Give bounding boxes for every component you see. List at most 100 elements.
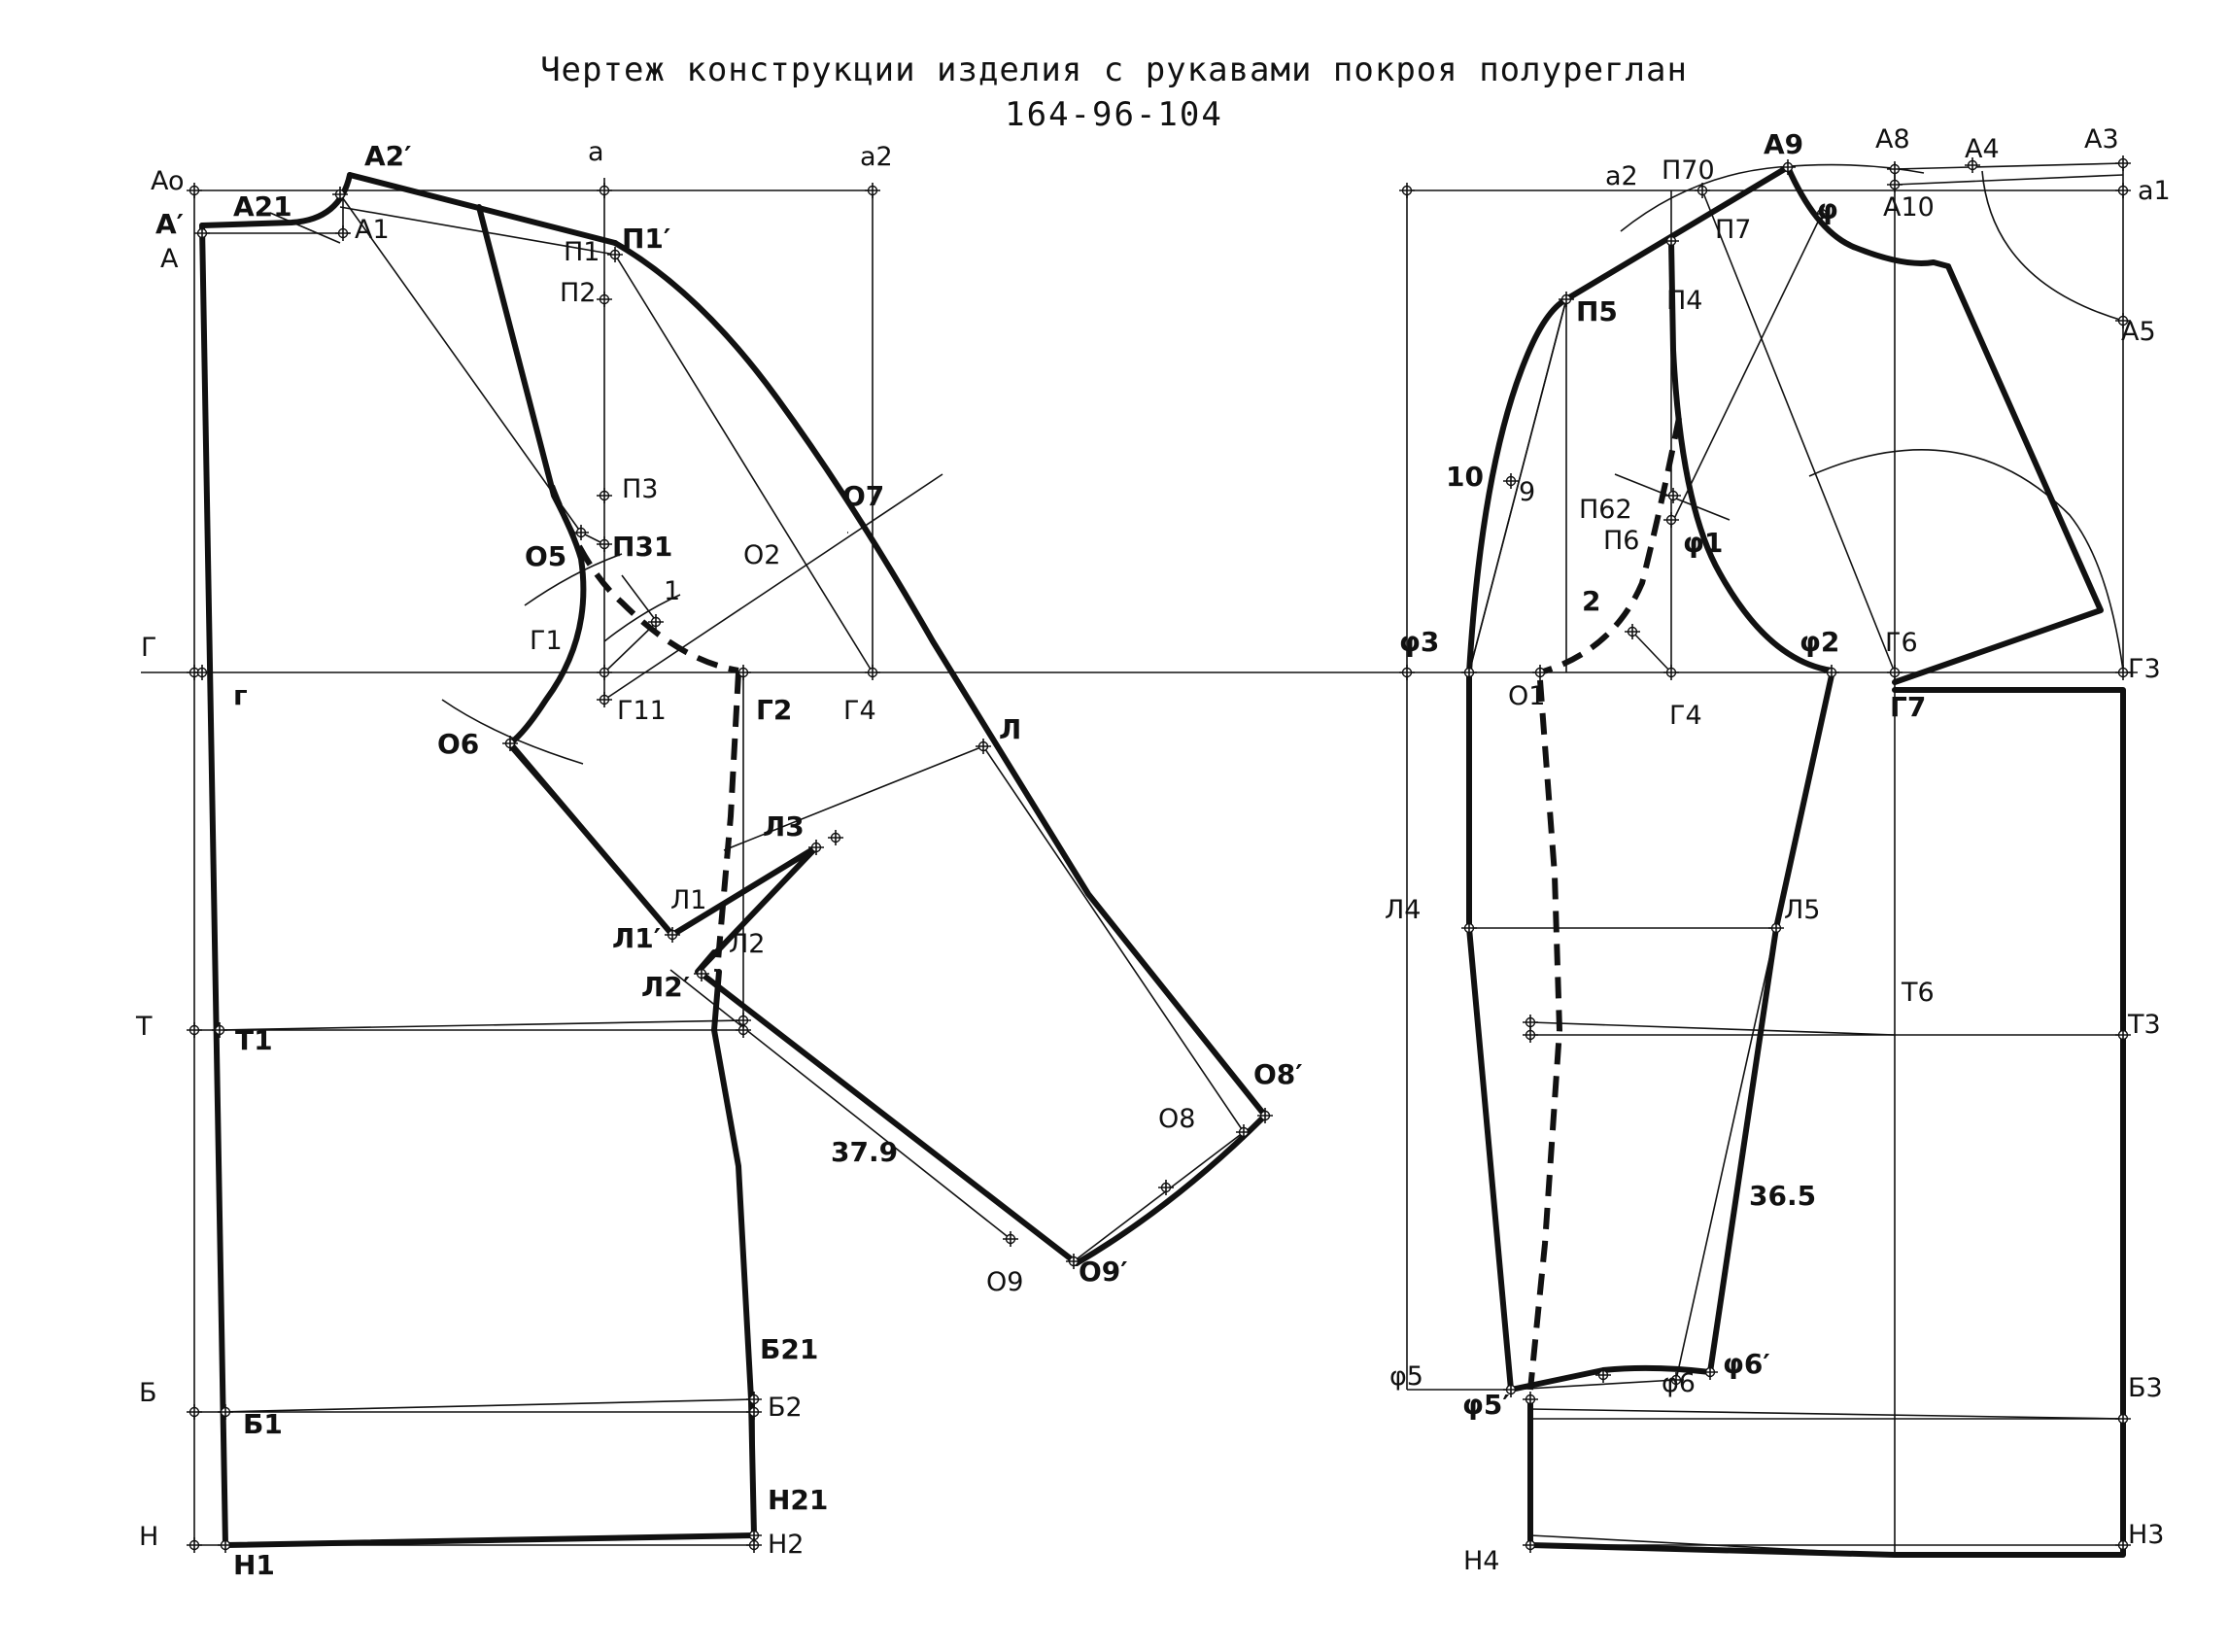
label-l5: Л5 (1784, 895, 1820, 925)
label-a3: A3 (2084, 124, 2119, 155)
label-l3: Л3 (763, 810, 805, 843)
drawing-size-code: 164-96-104 (1005, 95, 1223, 134)
point-cross (2115, 183, 2131, 198)
label-g4-left: Г4 (843, 696, 876, 726)
point-cross (828, 830, 843, 845)
point-cross (2115, 1027, 2131, 1043)
label-b3: Б3 (2128, 1373, 2163, 1403)
label-o2: O2 (743, 540, 780, 570)
label-phi5-prime: φ5′ (1462, 1389, 1510, 1421)
label-l1: Л1 (670, 885, 706, 915)
front-construction-lines (1406, 162, 2138, 1556)
point-cross (597, 536, 612, 552)
point-cross (865, 183, 880, 198)
point-cross (1523, 1537, 1538, 1553)
point-cross (194, 225, 210, 241)
point-cross (187, 183, 202, 198)
point-cross (865, 665, 880, 680)
label-phi6-prime: φ6′ (1723, 1348, 1770, 1380)
label-l: Л (999, 713, 1021, 745)
point-cross (597, 488, 612, 503)
point-cross (648, 614, 664, 630)
label-l4: Л4 (1385, 895, 1421, 925)
label-o8-prime: O8′ (1253, 1058, 1303, 1090)
label-n1: Н1 (233, 1549, 275, 1581)
label-l2-prime: Л2′ (641, 971, 690, 1003)
label-b21: Б21 (760, 1333, 818, 1365)
point-cross (1236, 1124, 1251, 1140)
point-cross (187, 1404, 202, 1420)
label-p6: П6 (1603, 526, 1639, 556)
point-cross (736, 665, 751, 680)
label-o9-prime: O9′ (1079, 1256, 1128, 1288)
point-cross (1824, 665, 1839, 680)
label-n21: Н21 (768, 1484, 828, 1516)
label-g7: Г7 (1890, 691, 1926, 723)
label-a21: A21 (233, 190, 292, 223)
point-cross (1595, 1367, 1611, 1383)
label-b2: Б2 (768, 1393, 803, 1423)
label-p4: П4 (1666, 286, 1702, 316)
point-cross (2115, 155, 2131, 171)
label-g-small: г (233, 679, 248, 711)
point-cross (2115, 313, 2131, 328)
label-o5: O5 (525, 540, 566, 572)
label-o8: O8 (1158, 1104, 1195, 1134)
label-a4: A4 (1965, 134, 2000, 164)
point-cross (1503, 1382, 1519, 1397)
point-cross (335, 225, 351, 241)
label-p31: П31 (612, 531, 672, 563)
label-v379: 37.9 (831, 1136, 898, 1168)
point-cross (1461, 920, 1477, 936)
label-phi6: φ6 (1662, 1368, 1696, 1398)
point-cross (1003, 1231, 1018, 1247)
label-g4-right: Г4 (1669, 701, 1702, 731)
point-cross (187, 1537, 202, 1553)
point-cross (187, 1022, 202, 1038)
point-cross (194, 665, 210, 680)
label-a1: A1 (355, 215, 390, 245)
label-g6: Г6 (1885, 628, 1918, 658)
point-cross (607, 247, 623, 262)
label-p1: П1 (564, 237, 600, 267)
label-b1: Б1 (243, 1408, 283, 1440)
label-n-left: Н (139, 1522, 158, 1552)
point-cross (1663, 233, 1679, 249)
label-n4: Н4 (1463, 1546, 1499, 1576)
point-cross (1887, 161, 1902, 177)
label-p62: П62 (1579, 495, 1632, 525)
point-cross (1625, 624, 1640, 639)
label-g11: Г11 (617, 696, 667, 726)
point-cross (1780, 159, 1796, 175)
point-cross (2115, 1537, 2131, 1553)
label-a2-prime: A2′ (364, 140, 412, 172)
point-cross (1158, 1180, 1174, 1195)
label-p5: П5 (1576, 295, 1618, 327)
point-cross (597, 692, 612, 707)
point-cross (976, 739, 991, 754)
label-l2: Л2 (729, 929, 765, 959)
point-cross (1523, 1392, 1538, 1407)
label-phi: φ (1817, 193, 1838, 225)
point-cross (1523, 1027, 1538, 1043)
label-a-prime: A′ (155, 208, 184, 240)
label-a5: A5 (2121, 317, 2156, 347)
point-cross (1702, 1364, 1718, 1380)
point-cross (746, 1404, 762, 1420)
label-o1: O1 (1508, 681, 1545, 711)
label-p2: П2 (560, 278, 596, 308)
point-cross (746, 1537, 762, 1553)
point-cross (1695, 183, 1710, 198)
point-cross (1663, 665, 1679, 680)
label-o9: O9 (986, 1267, 1023, 1297)
point-cross (212, 1022, 227, 1038)
point-cross (2115, 1411, 2131, 1427)
label-n2: 2 (1582, 585, 1600, 617)
label-t6: T6 (1901, 978, 1935, 1008)
label-n3: Н3 (2128, 1520, 2164, 1550)
label-a2-left: a2 (860, 142, 893, 172)
point-cross (597, 665, 612, 680)
label-a1: a1 (2138, 176, 2171, 206)
